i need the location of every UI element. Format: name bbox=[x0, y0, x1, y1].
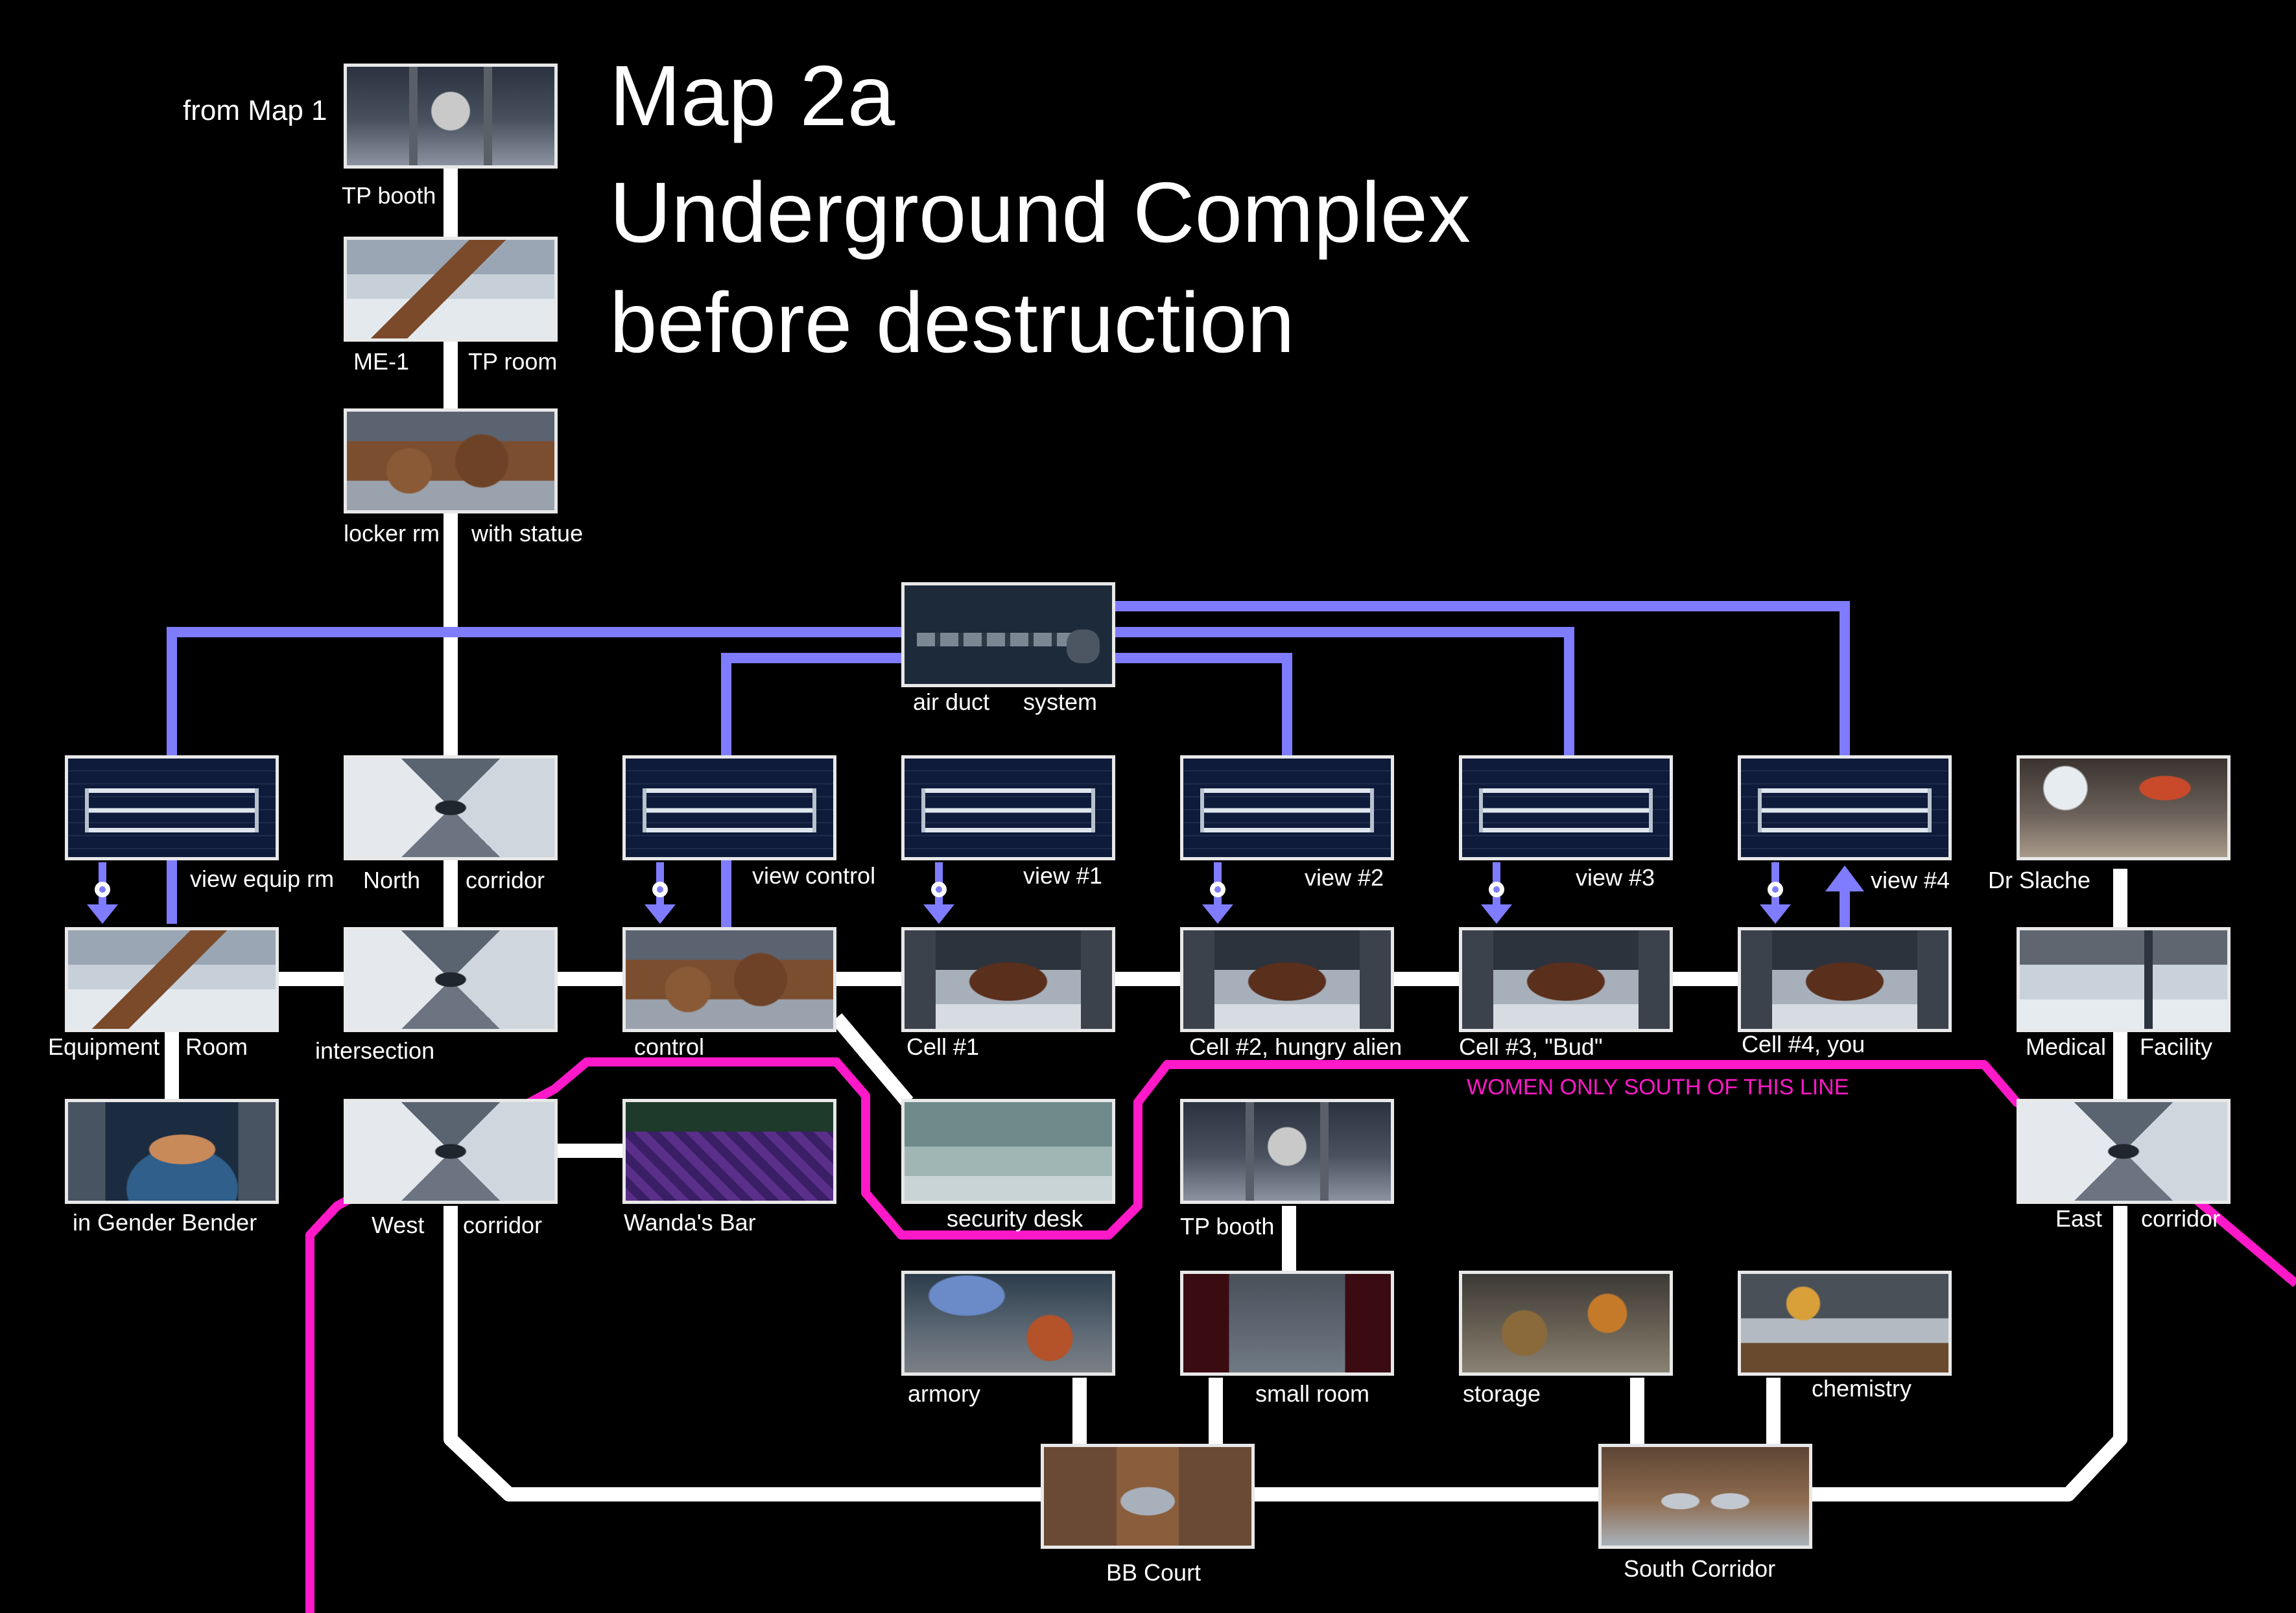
room-label: West bbox=[372, 1212, 425, 1238]
room-label: South Corridor bbox=[1624, 1555, 1776, 1582]
room-label: air duct bbox=[913, 689, 990, 715]
room-wandas-bar[interactable] bbox=[622, 1099, 836, 1204]
room-label: view #4 bbox=[1871, 867, 1950, 893]
duct-to-view4 bbox=[1109, 601, 1850, 755]
room-label: Facility bbox=[2140, 1033, 2213, 1060]
room-security-desk[interactable] bbox=[901, 1099, 1115, 1204]
room-label: TP room bbox=[468, 348, 558, 375]
view-arrows bbox=[87, 862, 1791, 924]
room-label: in Gender Bender bbox=[73, 1209, 257, 1236]
arrow-down-icon bbox=[1481, 862, 1512, 924]
room-label: view #3 bbox=[1576, 864, 1655, 891]
room-label: Cell #4, you bbox=[1742, 1031, 1865, 1057]
duct-to-view3 bbox=[1109, 627, 1574, 755]
room-label: intersection bbox=[315, 1037, 435, 1064]
room-label: small room bbox=[1255, 1380, 1370, 1407]
room-label: Medical bbox=[2026, 1033, 2107, 1060]
room-label: corridor bbox=[463, 1212, 543, 1238]
room-bb-court[interactable] bbox=[1041, 1444, 1255, 1549]
room-label: view equip rm bbox=[190, 865, 335, 892]
room-medical[interactable] bbox=[2017, 927, 2231, 1032]
room-label: corridor bbox=[466, 867, 545, 893]
room-view-3[interactable] bbox=[1459, 755, 1673, 860]
room-label: armory bbox=[908, 1380, 981, 1407]
room-dr-slache[interactable] bbox=[2017, 755, 2231, 860]
room-label: Cell #3, "Bud" bbox=[1459, 1033, 1603, 1060]
arrow-down-icon bbox=[1760, 862, 1791, 924]
entry-note: from Map 1 bbox=[183, 95, 327, 126]
arrow-down-icon bbox=[923, 862, 954, 924]
room-label: ME-1 bbox=[353, 348, 410, 375]
room-label: security desk bbox=[947, 1205, 1083, 1232]
room-label: Cell #1 bbox=[906, 1033, 980, 1060]
map-subtitle: Underground Complex bbox=[610, 165, 1471, 260]
room-south-corridor[interactable] bbox=[1598, 1444, 1812, 1549]
room-intersection[interactable] bbox=[344, 927, 558, 1032]
room-cell-4[interactable] bbox=[1738, 927, 1952, 1032]
room-label: view #1 bbox=[1023, 862, 1103, 889]
room-label: corridor bbox=[2141, 1205, 2221, 1232]
room-equipment[interactable] bbox=[65, 927, 279, 1032]
room-cell-1[interactable] bbox=[901, 927, 1115, 1032]
room-label: system bbox=[1023, 689, 1098, 715]
room-label: TP booth bbox=[342, 182, 436, 209]
room-view-2[interactable] bbox=[1180, 755, 1394, 860]
room-air-duct[interactable] bbox=[901, 582, 1115, 687]
room-east-corridor[interactable] bbox=[2017, 1099, 2231, 1204]
map-subtitle-2: before destruction bbox=[610, 275, 1295, 370]
room-label: TP booth bbox=[1180, 1213, 1275, 1240]
room-north-corridor[interactable] bbox=[344, 755, 558, 860]
room-small-room[interactable] bbox=[1180, 1271, 1394, 1376]
room-tp-room[interactable] bbox=[344, 237, 558, 342]
room-label: Cell #2, hungry alien bbox=[1189, 1033, 1402, 1060]
room-tp-booth-top[interactable] bbox=[344, 64, 558, 169]
room-label: control bbox=[634, 1033, 705, 1060]
room-label: view control bbox=[752, 862, 876, 889]
room-label: storage bbox=[1463, 1380, 1541, 1407]
arrow-down-icon bbox=[87, 862, 118, 924]
room-locker[interactable] bbox=[344, 408, 558, 513]
room-view-1[interactable] bbox=[901, 755, 1115, 860]
room-label: view #2 bbox=[1305, 864, 1384, 891]
restriction-note: WOMEN ONLY SOUTH OF THIS LINE bbox=[1467, 1075, 1849, 1100]
room-label: North bbox=[363, 867, 421, 893]
room-view-4[interactable] bbox=[1738, 755, 1952, 860]
room-label: Dr Slache bbox=[1988, 867, 2091, 893]
room-armory[interactable] bbox=[901, 1271, 1115, 1376]
arrow-up-icon bbox=[1825, 865, 1864, 891]
room-label: locker rm bbox=[344, 520, 440, 547]
room-label: Wanda's Bar bbox=[624, 1209, 756, 1236]
room-storage[interactable] bbox=[1459, 1271, 1673, 1376]
room-label: Room bbox=[185, 1033, 248, 1060]
room-tp-booth-low[interactable] bbox=[1180, 1099, 1394, 1204]
room-label: chemistry bbox=[1812, 1375, 1912, 1402]
room-label: East bbox=[2055, 1205, 2103, 1232]
room-control[interactable] bbox=[622, 927, 836, 1032]
path-control-security bbox=[831, 1013, 914, 1107]
room-view-equip[interactable] bbox=[65, 755, 279, 860]
duct-to-view2 bbox=[1109, 653, 1292, 755]
arrow-down-icon bbox=[645, 862, 676, 924]
room-label: with statue bbox=[471, 520, 584, 547]
room-cell-3[interactable] bbox=[1459, 927, 1673, 1032]
room-label: BB Court bbox=[1106, 1559, 1201, 1586]
map-title: Map 2a bbox=[610, 48, 895, 143]
room-gender-bender[interactable] bbox=[65, 1099, 279, 1204]
path-west-south bbox=[444, 1206, 1297, 1501]
arrow-down-icon bbox=[1202, 862, 1233, 924]
room-west-corridor[interactable] bbox=[344, 1099, 558, 1204]
room-chemistry[interactable] bbox=[1738, 1271, 1952, 1376]
room-cell-2[interactable] bbox=[1180, 927, 1394, 1032]
room-view-control[interactable] bbox=[622, 755, 836, 860]
room-label: Equipment bbox=[48, 1033, 160, 1060]
